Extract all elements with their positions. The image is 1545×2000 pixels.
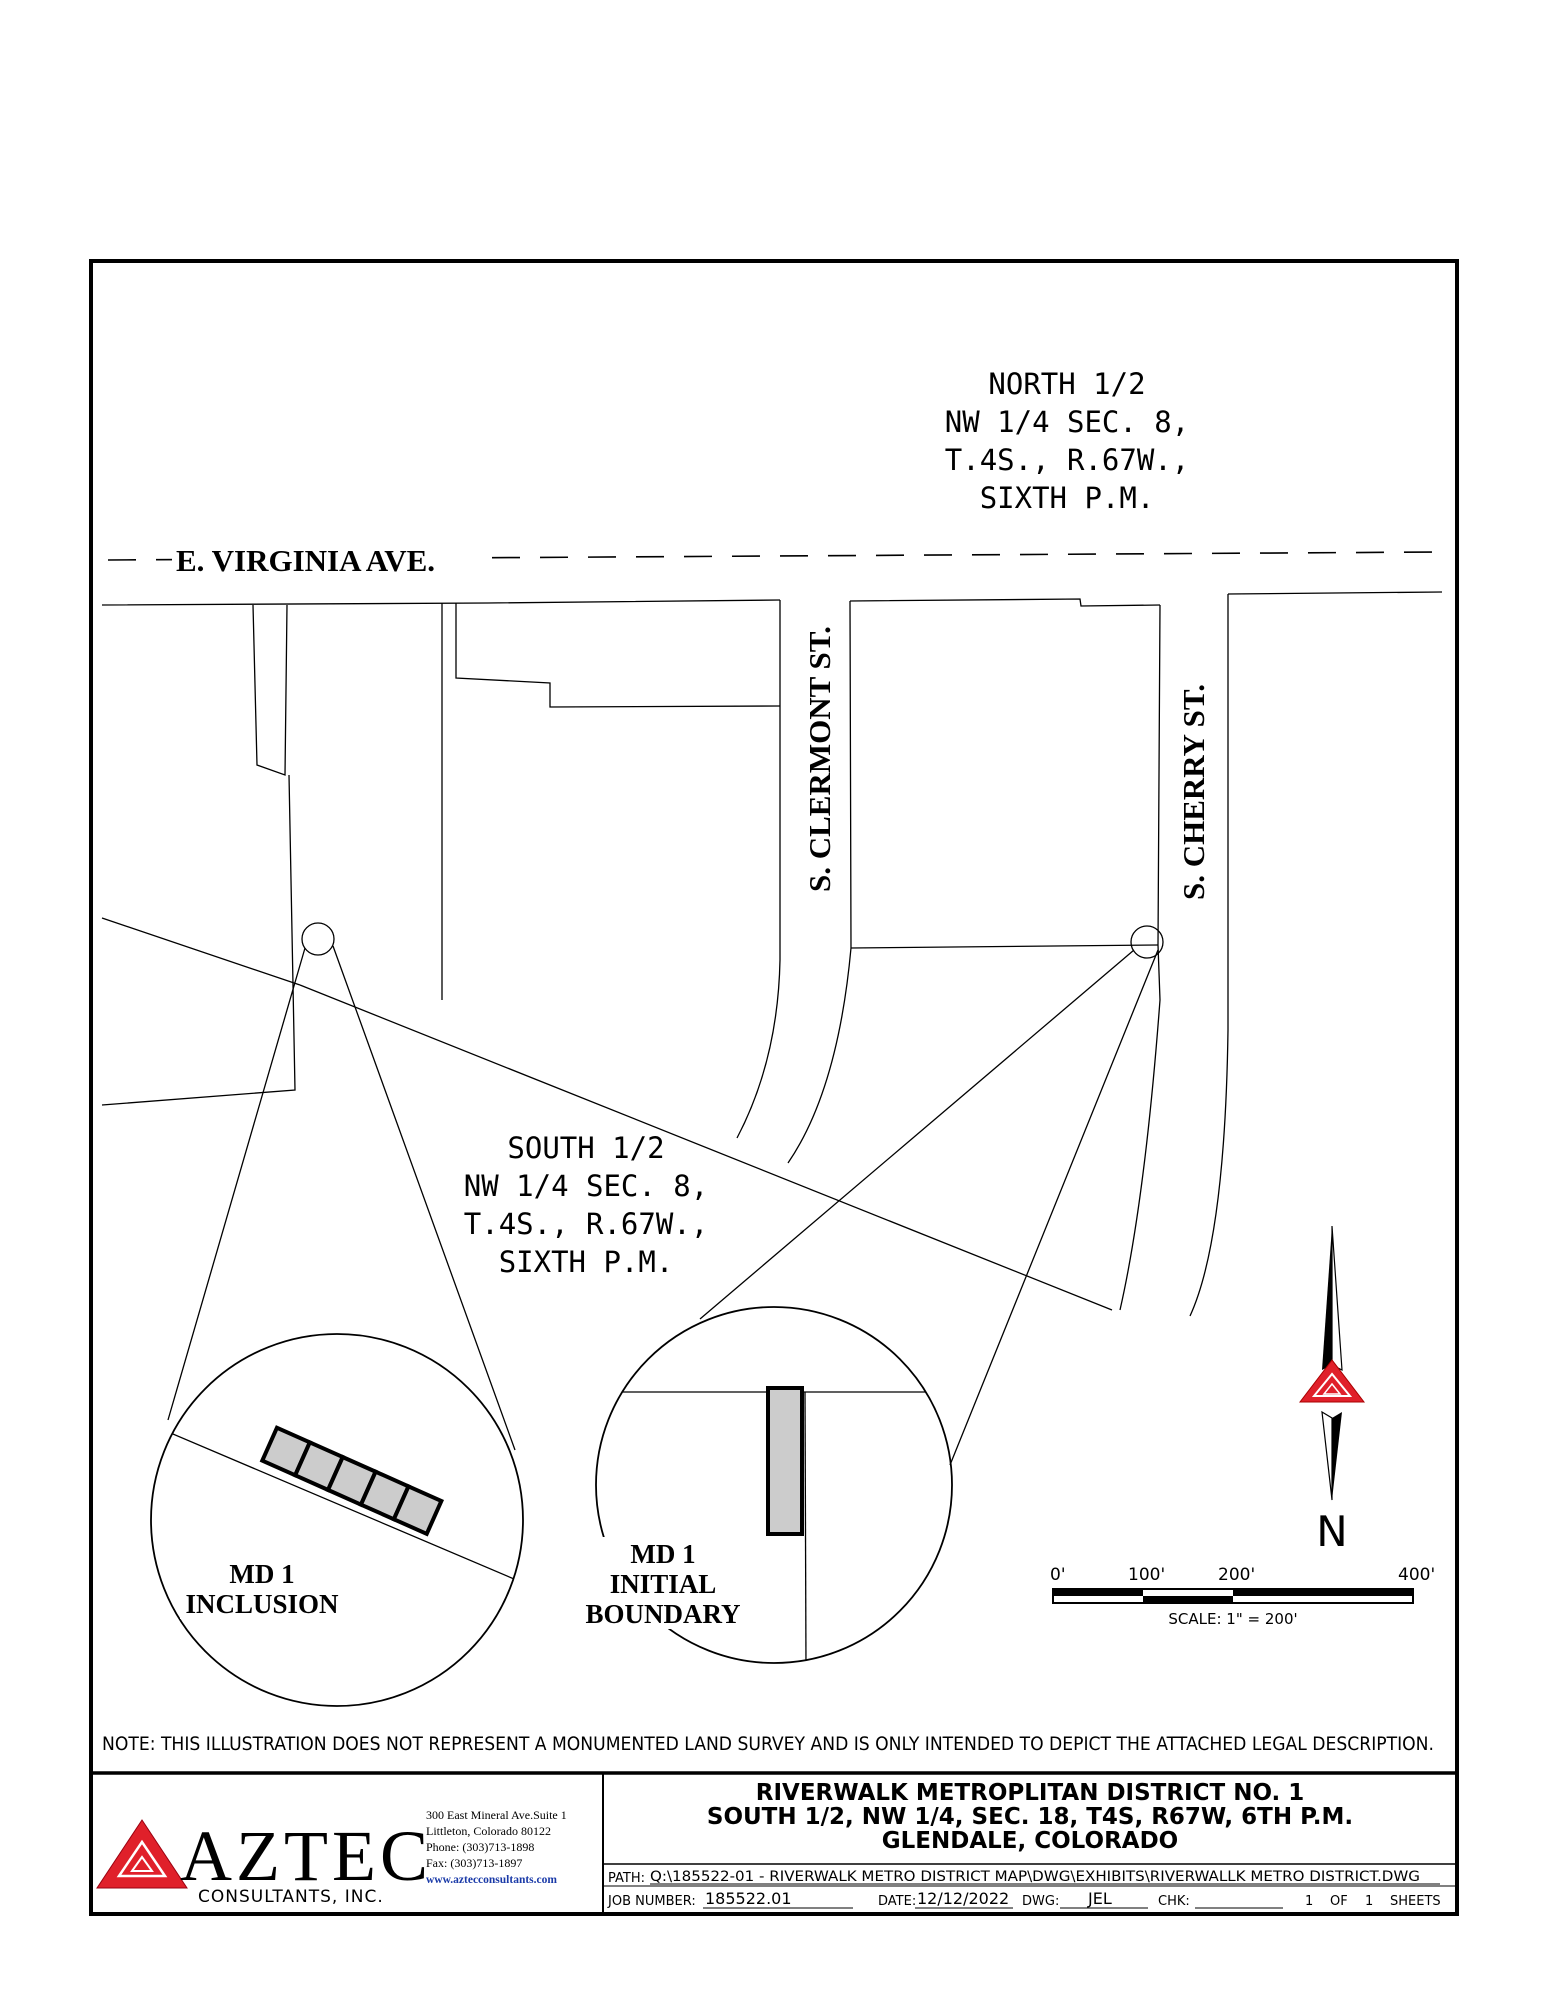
scale-tick-label: 200' [1218, 1565, 1255, 1585]
inclusion-label-line: MD 1 [229, 1559, 294, 1589]
detail-circle-initial [595, 1306, 953, 1664]
title-block [91, 1771, 1457, 1914]
of-label: OF [1330, 1894, 1348, 1909]
north-arrow-icon: N [1298, 1225, 1366, 1556]
virginia-south-edge-east [1227, 591, 1443, 595]
sheet-number: 1 [1305, 1894, 1313, 1909]
initial-label-line: BOUNDARY [585, 1599, 740, 1629]
inclusion-parcel [391, 1483, 445, 1537]
initial-label-line: INITIAL [610, 1569, 717, 1599]
cherry-west-edge [1119, 604, 1161, 1311]
sheet-total: 1 [1365, 1894, 1373, 1909]
title-line: RIVERWALK METROPLITAN DISTRICT NO. 1 [756, 1780, 1305, 1806]
virginia-south-edge-mid [849, 598, 1161, 607]
md1-initial-boundary-parcel [766, 1386, 804, 1536]
south-section-line: SIXTH P.M. [499, 1245, 674, 1279]
scale-bar: 0' 100' 200' 400' SCALE: 1" = 200' [1050, 1565, 1435, 1628]
north-section-label: NORTH 1/2 NW 1/4 SEC. 8, T.4S., R.67W., … [945, 367, 1189, 515]
virginia-south-edge-west [101, 599, 781, 606]
inclusion-label: MD 1 INCLUSION [180, 1557, 340, 1619]
locator-circle-inclusion [301, 922, 335, 956]
leader-inclusion-right [332, 945, 516, 1451]
address-line: Littleton, Colorado 80122 [426, 1824, 551, 1838]
company-name: AZTEC [180, 1816, 432, 1896]
scale-tick-label: 400' [1398, 1565, 1435, 1585]
virginia-centerline [107, 551, 1443, 561]
address-line: Phone: (303)713-1898 [426, 1840, 534, 1854]
locator-circle-initial [1130, 925, 1164, 959]
street-virginia-label: E. VIRGINIA AVE. [176, 543, 435, 578]
dwg-value: JEL [1087, 1889, 1112, 1908]
north-section-line: SIXTH P.M. [980, 481, 1155, 515]
date-label: DATE: [878, 1894, 916, 1909]
section-line-west [101, 917, 301, 986]
south-section-line: SOUTH 1/2 [507, 1131, 664, 1165]
chk-label: CHK: [1158, 1894, 1190, 1909]
leader-initial-left [699, 949, 1135, 1320]
leader-inclusion-left [167, 947, 306, 1421]
sheet-border [89, 259, 1459, 1916]
sheets-label: SHEETS [1390, 1894, 1441, 1909]
path-value: Q:\185522-01 - RIVERWALK METRO DISTRICT … [650, 1869, 1420, 1885]
company-subtitle: CONSULTANTS, INC. [198, 1887, 384, 1907]
md1-inclusion-parcels [259, 1425, 445, 1537]
street-cherry-label: S. CHERRY ST. [1176, 684, 1211, 900]
clermont-west-edge [736, 600, 781, 1139]
map-linework [101, 551, 1443, 1707]
north-section-line: T.4S., R.67W., [945, 443, 1189, 477]
scale-tick-label: 100' [1128, 1565, 1165, 1585]
job-number-label: JOB NUMBER: [607, 1894, 696, 1909]
detail-circle-inclusion [150, 1333, 524, 1707]
detail-right-street-line [804, 1391, 807, 1663]
south-section-line: T.4S., R.67W., [464, 1207, 708, 1241]
company-address: 300 East Mineral Ave.Suite 1 Littleton, … [426, 1808, 567, 1886]
initial-boundary-label: MD 1 INITIAL BOUNDARY [578, 1537, 750, 1629]
leader-initial-right [949, 949, 1159, 1466]
south-section-label: SOUTH 1/2 NW 1/4 SEC. 8, T.4S., R.67W., … [464, 1131, 708, 1279]
cherry-east-edge [1189, 594, 1229, 1317]
parcel-line-4 [455, 603, 781, 708]
path-label: PATH: [608, 1871, 645, 1886]
initial-label-line: MD 1 [630, 1539, 695, 1569]
scale-text: SCALE: 1" = 200' [1168, 1610, 1297, 1628]
north-section-line: NORTH 1/2 [988, 367, 1145, 401]
job-number-value: 185522.01 [705, 1889, 792, 1908]
north-arrow-letter: N [1316, 1507, 1347, 1556]
clermont-east-edge [787, 600, 852, 1164]
title-line: GLENDALE, COLORADO [882, 1828, 1178, 1854]
scale-tick-label: 0' [1050, 1565, 1066, 1585]
survey-note: NOTE: THIS ILLUSTRATION DOES NOT REPRESE… [102, 1733, 1434, 1755]
detail-left-section-line [151, 1419, 523, 1591]
date-value: 12/12/2022 [917, 1889, 1009, 1908]
dwg-label: DWG: [1022, 1894, 1059, 1909]
title-line: SOUTH 1/2, NW 1/4, SEC. 18, T4S, R67W, 6… [707, 1804, 1353, 1830]
parcel-line-1 [252, 604, 288, 776]
south-section-line: NW 1/4 SEC. 8, [464, 1169, 708, 1203]
parcel-line-5 [850, 944, 1159, 949]
parcel-line-2 [101, 774, 296, 1106]
street-clermont-label: S. CLERMONT ST. [802, 626, 837, 892]
company-website[interactable]: www.aztecconsultants.com [426, 1874, 557, 1886]
north-section-line: NW 1/4 SEC. 8, [945, 405, 1189, 439]
aztec-triangle-logo [96, 1819, 188, 1889]
address-line: 300 East Mineral Ave.Suite 1 [426, 1808, 567, 1822]
section-line-east [299, 984, 1113, 1311]
address-line: Fax: (303)713-1897 [426, 1856, 522, 1870]
drawing-title: RIVERWALK METROPLITAN DISTRICT NO. 1 SOU… [707, 1780, 1353, 1854]
inclusion-label-line: INCLUSION [185, 1589, 339, 1619]
